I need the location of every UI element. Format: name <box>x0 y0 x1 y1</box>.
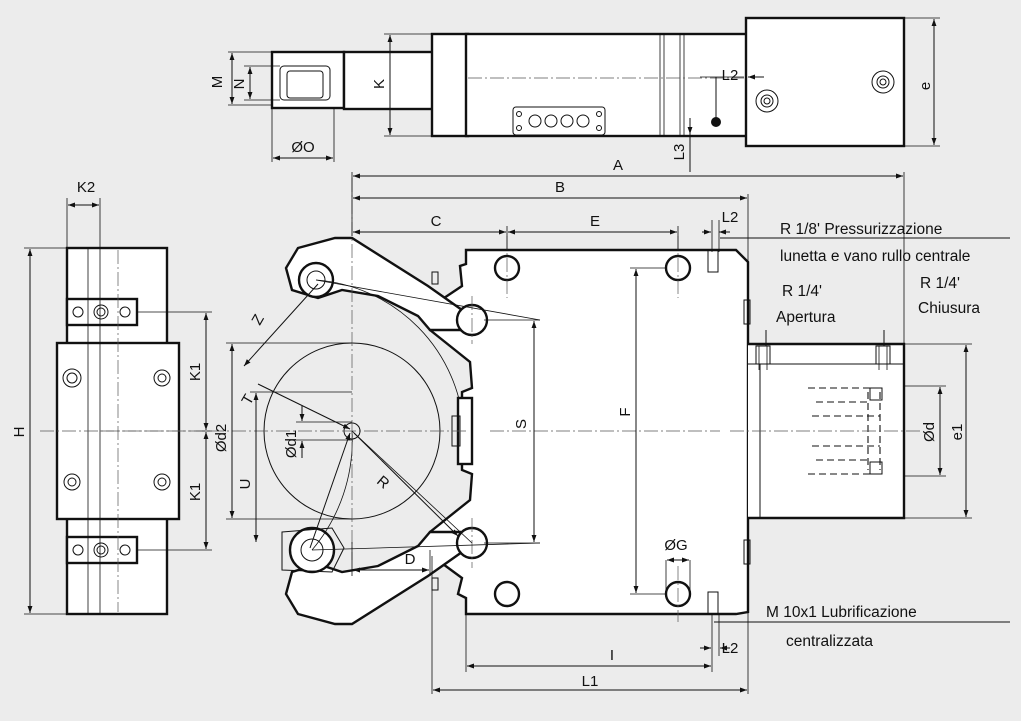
port-notes: R 1/8' Pressurizzazione lunetta e vano r… <box>766 221 980 650</box>
label-e1: e1 <box>949 424 966 441</box>
note-lubrication-line2: centralizzata <box>786 633 873 650</box>
label-a: A <box>613 157 623 174</box>
label-h: H <box>11 427 28 438</box>
label-d: D <box>405 551 416 568</box>
front-view <box>100 172 1010 694</box>
label-e-upper: E <box>590 213 600 230</box>
label-b: B <box>555 179 565 196</box>
label-n: N <box>231 79 248 90</box>
note-pressurization-line2: lunetta e vano rullo centrale <box>780 248 970 265</box>
label-i: I <box>610 647 614 664</box>
note-pressurization-line1: R 1/8' Pressurizzazione <box>780 221 942 238</box>
note-opening-line2: Apertura <box>776 309 836 326</box>
label-l2-mid: L2 <box>722 209 739 226</box>
note-opening-line1: R 1/4' <box>782 283 822 300</box>
label-m: M <box>209 76 226 89</box>
label-l2-top: L2 <box>722 67 739 84</box>
label-k1-bottom: K1 <box>187 483 204 501</box>
label-r: R <box>373 473 392 493</box>
label-z: Z <box>248 312 267 328</box>
label-t: T <box>238 392 257 408</box>
label-l1: L1 <box>582 673 599 690</box>
label-o: ØO <box>291 139 314 156</box>
label-d2: Ød2 <box>213 424 230 452</box>
label-f: F <box>617 407 634 416</box>
label-s: S <box>513 419 530 429</box>
label-e: e <box>917 82 934 90</box>
label-k1-top: K1 <box>187 363 204 381</box>
label-g: ØG <box>664 537 687 554</box>
label-d-right: Ød <box>921 422 938 442</box>
note-closing-line1: R 1/4' <box>920 275 960 292</box>
label-k2: K2 <box>77 179 95 196</box>
top-view <box>228 16 940 172</box>
label-l2-bottom: L2 <box>722 640 739 657</box>
note-closing-line2: Chiusura <box>918 300 980 317</box>
note-lubrication-line1: M 10x1 Lubrificazione <box>766 604 917 621</box>
side-view <box>24 198 212 616</box>
label-d1: Ød1 <box>283 430 300 458</box>
label-u: U <box>237 479 254 490</box>
label-k: K <box>371 79 388 89</box>
label-c: C <box>431 213 442 230</box>
label-l3: L3 <box>671 144 688 161</box>
dimension-labels: M N K ØO L2 L3 e A B C E L2 K2 H K1 K1 Ø… <box>11 67 966 690</box>
